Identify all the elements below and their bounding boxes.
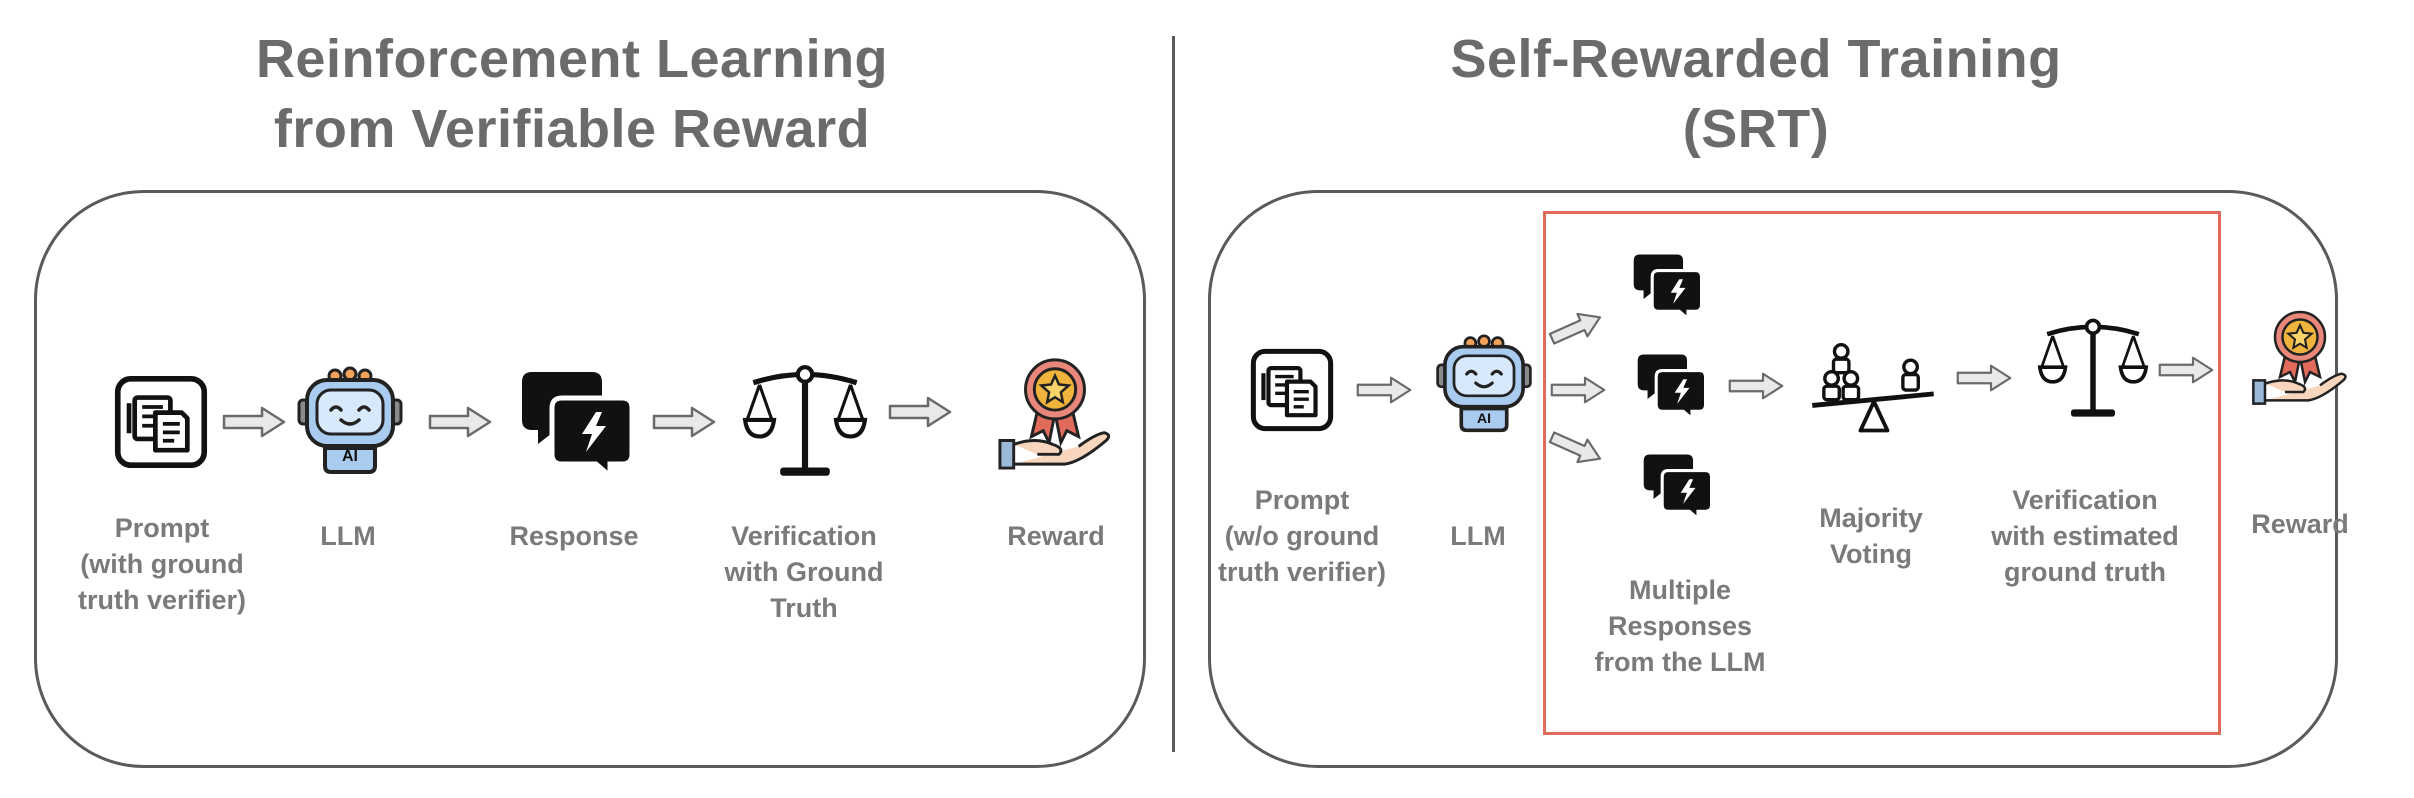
response-chat-icon <box>1634 352 1708 420</box>
arrow-icon <box>1550 376 1606 404</box>
panel-divider <box>1172 36 1175 752</box>
robot-badge: AI <box>342 448 358 465</box>
arrow-icon <box>888 396 952 428</box>
left-panel <box>34 190 1146 768</box>
arrow-icon <box>1728 372 1784 400</box>
arrow-icon <box>652 406 716 438</box>
right-step-label-llm: LLM <box>1450 521 1506 551</box>
robot-badge: AI <box>1477 410 1491 426</box>
response-chat-icon <box>516 368 636 478</box>
arrow-icon <box>2158 356 2214 384</box>
right-title: Self-Rewarded Training (SRT) <box>1356 24 2156 164</box>
left-title-line-1: Reinforcement Learning <box>255 29 889 89</box>
response-chat-icon <box>1640 452 1714 520</box>
left-step-label-response: Response <box>509 521 639 551</box>
right-title-line-1: Self-Rewarded Training <box>1450 29 2062 89</box>
reward-medal-hand-icon <box>996 354 1114 472</box>
verification-scale-icon <box>2036 314 2150 424</box>
right-panel <box>1208 190 2338 768</box>
verification-scale-icon <box>740 360 870 484</box>
response-chat-icon <box>1630 252 1704 320</box>
arrow-icon <box>1956 364 2012 392</box>
right-step-label-reward: Reward <box>2251 509 2349 539</box>
arrow-icon <box>428 406 492 438</box>
arrow-icon <box>1356 376 1412 404</box>
right-title-line-2: (SRT) <box>1682 99 1830 159</box>
left-title-line-2: from Verifiable Reward <box>273 99 871 159</box>
left-title: Reinforcement Learning from Verifiable R… <box>172 24 972 164</box>
prompt-document-icon <box>114 375 208 469</box>
arrow-icon <box>222 406 286 438</box>
self-reward-highlight-box <box>1543 211 2221 735</box>
left-step-label-llm: LLM <box>320 521 376 551</box>
left-step-label-reward: Reward <box>1007 521 1105 551</box>
prompt-document-icon <box>1250 348 1334 432</box>
reward-medal-hand-icon <box>2250 304 2350 410</box>
majority-voting-icon <box>1810 338 1936 444</box>
